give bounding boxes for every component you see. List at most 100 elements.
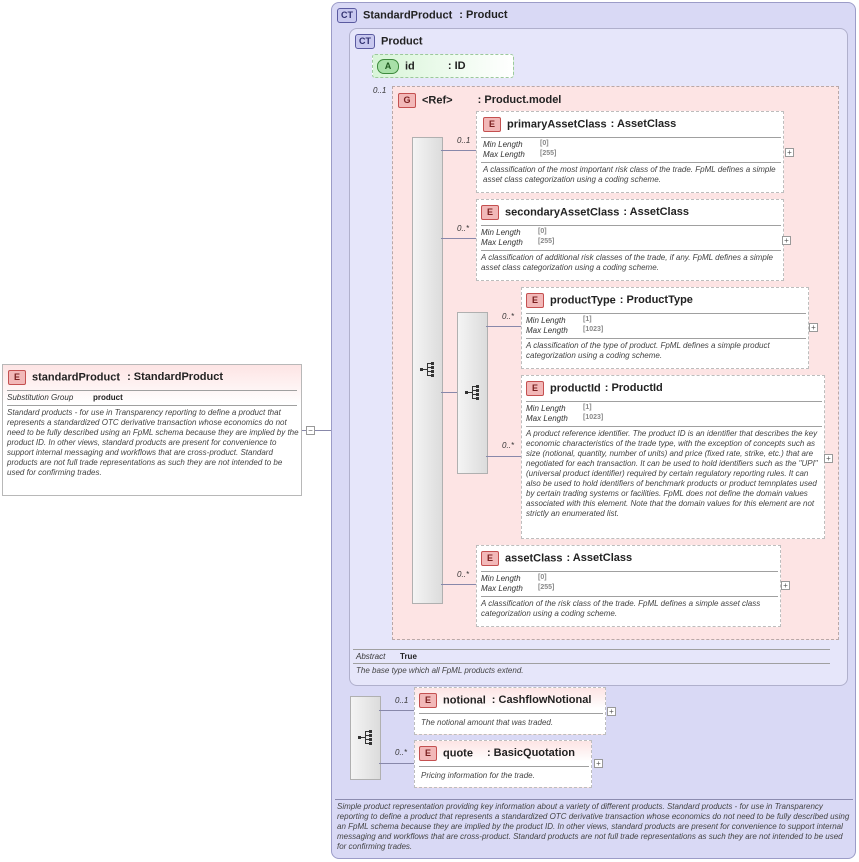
complex-type-badge: CT (337, 8, 357, 23)
element-description: A product reference identifier. The prod… (526, 429, 818, 518)
element-description: A classification of the risk class of th… (481, 599, 761, 618)
element-cardinality: 0..* (502, 312, 515, 321)
sequence-compositor[interactable] (412, 137, 443, 604)
abstract-label: Abstract (356, 652, 386, 661)
element-description: A classification of additional risk clas… (481, 253, 773, 272)
element-cardinality: 0..* (457, 570, 470, 579)
sequence-icon (420, 362, 434, 377)
element-cardinality: 0..1 (457, 136, 471, 145)
min-length-value: [0] (540, 140, 549, 147)
min-length-label: Min Length (481, 228, 521, 237)
inner-ct-description: The base type which all FpML products ex… (356, 666, 524, 675)
max-length-value: [1023] (583, 326, 604, 333)
element-badge: E (8, 370, 26, 385)
substitution-group-label: Substitution Group (7, 393, 74, 402)
min-length-value: [0] (538, 574, 547, 581)
complex-type-badge: CT (355, 34, 375, 49)
element-name: productType (550, 294, 616, 307)
element-badge: E (481, 205, 499, 220)
max-length-label: Max Length (526, 326, 568, 335)
element-type: : AssetClass (566, 552, 633, 565)
min-length-value: [1] (583, 404, 592, 411)
plus-icon[interactable]: + (809, 323, 818, 332)
plus-icon[interactable]: + (782, 236, 791, 245)
connector (486, 456, 521, 457)
element-type: : BasicQuotation (486, 747, 575, 760)
element-description: The notional amount that was traded. (421, 718, 554, 727)
element-name: productId (550, 382, 601, 395)
attribute-name: id (405, 60, 415, 73)
element-description: A classification of the most important r… (483, 165, 776, 184)
element-cardinality: 0..* (395, 748, 408, 757)
min-length-value: [1] (583, 316, 592, 323)
connector (441, 392, 457, 393)
min-length-value: [0] (538, 228, 547, 235)
element-name: primaryAssetClass (507, 118, 607, 131)
max-length-value: [1023] (583, 414, 604, 421)
root-element-name: standardProduct (32, 371, 121, 384)
root-description: Standard products - for use in Transpare… (7, 408, 299, 477)
max-length-value: [255] (540, 150, 557, 157)
connector (441, 584, 476, 585)
substitution-group-value: product (93, 393, 123, 402)
group-cardinality: 0..1 (373, 86, 387, 95)
element-cardinality: 0..* (502, 441, 515, 450)
outer-ct-description: Simple product representation providing … (337, 802, 850, 851)
connector (379, 710, 414, 711)
plus-icon[interactable]: + (824, 454, 833, 463)
connector (486, 326, 521, 327)
element-type: : ProductType (619, 294, 693, 307)
outer-ct-type: : Product (459, 9, 508, 22)
max-length-label: Max Length (526, 414, 568, 423)
max-length-label: Max Length (483, 150, 525, 159)
connector (302, 430, 342, 431)
plus-icon[interactable]: + (781, 581, 790, 590)
max-length-value: [255] (538, 584, 555, 591)
element-badge: E (483, 117, 501, 132)
element-badge: E (419, 746, 437, 761)
plus-icon[interactable]: + (607, 707, 616, 716)
min-length-label: Min Length (483, 140, 523, 149)
max-length-label: Max Length (481, 584, 523, 593)
sequence-icon (358, 730, 372, 745)
sequence-icon (465, 385, 479, 400)
root-element-type: : StandardProduct (127, 371, 224, 384)
element-cardinality: 0..1 (395, 696, 409, 705)
group-badge: G (398, 93, 416, 108)
plus-icon[interactable]: + (785, 148, 794, 157)
attribute-type: : ID (447, 60, 466, 73)
connector (379, 763, 414, 764)
element-type: : ProductId (604, 382, 663, 395)
element-badge: E (526, 381, 544, 396)
sequence-compositor[interactable] (350, 696, 381, 780)
group-name: <Ref> (422, 94, 453, 107)
element-description: Pricing information for the trade. (421, 771, 535, 780)
outer-ct-name: StandardProduct (363, 9, 453, 22)
max-length-label: Max Length (481, 238, 523, 247)
min-length-label: Min Length (526, 316, 566, 325)
collapse-icon[interactable]: − (306, 426, 315, 435)
element-badge: E (481, 551, 499, 566)
element-cardinality: 0..* (457, 224, 470, 233)
abstract-value: True (400, 652, 417, 661)
plus-icon[interactable]: + (594, 759, 603, 768)
element-name: assetClass (505, 552, 563, 565)
inner-ct-name: Product (381, 35, 423, 48)
min-length-label: Min Length (526, 404, 566, 413)
element-name: secondaryAssetClass (505, 206, 620, 219)
element-description: A classification of the type of product.… (526, 341, 770, 360)
element-name: notional (443, 694, 486, 707)
element-name: quote (443, 747, 473, 760)
group-type: : Product.model (477, 94, 562, 107)
element-type: : CashflowNotional (491, 694, 592, 707)
sequence-compositor[interactable] (457, 312, 488, 474)
